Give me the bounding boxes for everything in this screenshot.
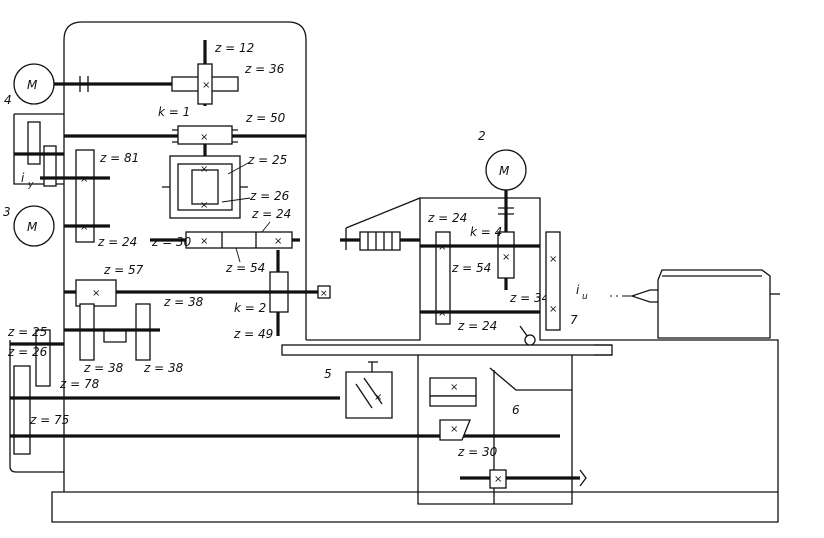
label-6: 6 (512, 403, 520, 417)
gear-block-z30-z54 (185, 231, 293, 249)
label-z25b: z = 25 (7, 325, 47, 339)
svg-text:×: × (438, 308, 446, 319)
svg-text:×: × (274, 236, 282, 247)
gear-z30b: × z = 30 (439, 419, 498, 459)
svg-text:×: × (374, 392, 382, 403)
label-7: 7 (570, 313, 578, 327)
svg-text:×: × (202, 80, 210, 91)
motor-4: M 4 (4, 63, 55, 107)
svg-text:×: × (450, 424, 458, 435)
label-k2: k = 2 (234, 301, 266, 315)
label-z49: z = 49 (233, 327, 273, 341)
gear-stack-z24-z54 (435, 231, 451, 325)
svg-text:×: × (92, 288, 100, 299)
label-iy-sub: y (27, 180, 34, 190)
worm-k4 (497, 231, 515, 279)
apron-housing (417, 355, 573, 505)
label-z54b: z = 54 (451, 261, 491, 275)
label-z38b: z = 38 (83, 361, 124, 375)
label-iu-sub: u (582, 292, 588, 302)
svg-text:×: × (502, 252, 510, 263)
label-z24c: z = 24 (427, 211, 467, 225)
label-z57: z = 57 (103, 263, 144, 277)
label-z78: z = 78 (59, 377, 100, 391)
gear-z57 (75, 279, 117, 307)
change-gear-guitar-iu (545, 231, 561, 331)
gear-z38-a (135, 303, 151, 361)
motor-3: M 3 (3, 205, 55, 247)
change-gear-guitar-iy: i y (14, 121, 64, 190)
motor-3-number: 3 (3, 205, 11, 219)
motor-4-symbol: M (27, 78, 38, 92)
label-z30b: z = 30 (457, 445, 498, 459)
motor-4-number: 4 (4, 93, 12, 107)
label-z24b: z = 24 (97, 235, 137, 249)
label-z34: z = 34 (509, 291, 549, 305)
motor-2-number: 2 (478, 129, 486, 143)
svg-text:×: × (200, 164, 208, 175)
main-housing (51, 21, 779, 523)
svg-text:×: × (80, 222, 88, 233)
svg-text:×: × (549, 254, 557, 265)
label-5: 5 (324, 367, 332, 381)
tailstock (610, 269, 780, 339)
svg-text:×: × (549, 304, 557, 315)
bed-rail (281, 344, 613, 356)
label-z30a: z = 30 (151, 235, 192, 249)
svg-text:×: × (80, 174, 88, 185)
label-z24d: z = 24 (457, 319, 497, 333)
label-z26b: z = 26 (7, 345, 48, 359)
motor-3-symbol: M (27, 220, 38, 234)
svg-text:×: × (200, 200, 208, 211)
svg-text:×: × (438, 242, 446, 253)
gear-z12 (197, 63, 213, 105)
svg-text:×: × (200, 132, 208, 143)
label-z24a: z = 24 (251, 207, 291, 221)
coupling (79, 76, 89, 92)
feed-drum (359, 231, 401, 251)
motor-2: M 2 (478, 129, 527, 191)
label-z50: z = 50 (245, 111, 286, 125)
label-iy: i (21, 171, 25, 185)
svg-text:×: × (200, 236, 208, 247)
mechanism-6: × 6 (429, 370, 520, 504)
svg-text:×: × (450, 382, 458, 393)
svg-text:×: × (494, 474, 502, 485)
label-z38a: z = 38 (163, 295, 204, 309)
label-z81: z = 81 (99, 151, 139, 165)
svg-text:×: × (320, 289, 328, 299)
label-k4: k = 4 (470, 225, 502, 239)
label-iu: i (576, 283, 580, 297)
label-z25: z = 25 (247, 153, 287, 167)
motor-2-symbol: M (499, 164, 510, 178)
label-z54a: z = 54 (225, 261, 265, 275)
label-z75: z = 75 (29, 413, 69, 427)
output-coupling (317, 285, 331, 299)
label-z26: z = 26 (249, 189, 290, 203)
label-z12: z = 12 (214, 41, 254, 55)
label-k1: k = 1 (158, 105, 190, 119)
label-z38c: z = 38 (143, 361, 184, 375)
label-z36: z = 36 (244, 62, 285, 76)
gear-z81 (75, 149, 95, 243)
mechanism-5: × 5 (324, 361, 393, 419)
gear-z75 (13, 365, 31, 455)
gear-z38-b (79, 303, 95, 361)
